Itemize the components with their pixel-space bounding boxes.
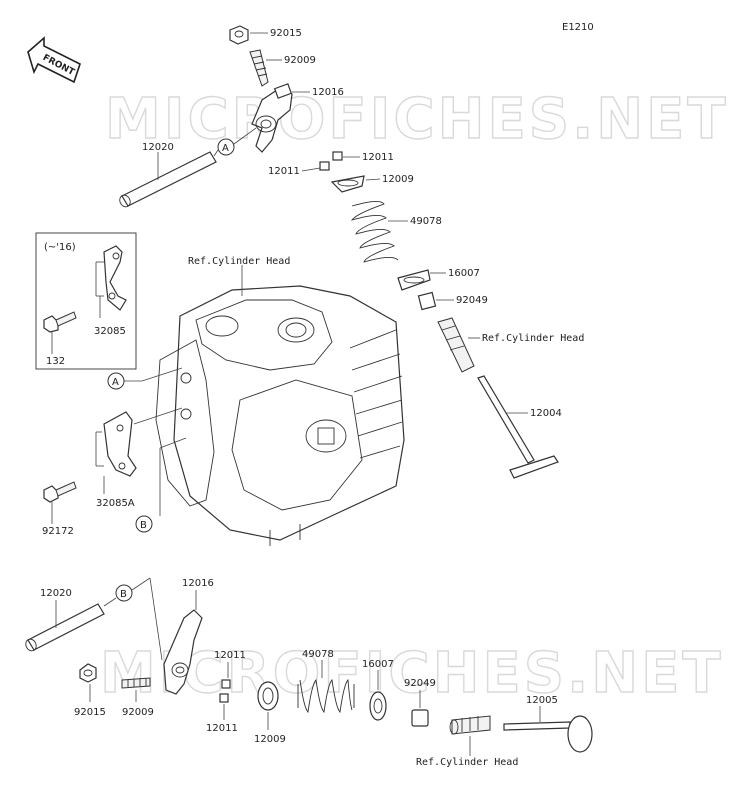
label-132: 132 xyxy=(46,356,65,367)
label-16007-lower: 16007 xyxy=(362,659,394,670)
callout-b-mid-label: B xyxy=(140,520,147,531)
screw-92009-lower xyxy=(121,677,151,689)
label-92009-upper: 92009 xyxy=(284,55,316,66)
label-12005: 12005 xyxy=(526,695,558,706)
label-12016-lower: 12016 xyxy=(182,578,214,589)
cylinder-head xyxy=(155,285,405,546)
nut-92015-upper xyxy=(229,25,249,45)
rocker-arm-12016-upper xyxy=(251,83,293,153)
spring-retainer-12009-upper xyxy=(330,175,365,193)
valve-12004 xyxy=(477,375,559,479)
label-12011-upper-b: 12011 xyxy=(268,166,300,177)
valve-spring-49078-upper xyxy=(350,201,399,263)
label-92015-lower: 92015 xyxy=(74,707,106,718)
front-arrow-icon: FRONT xyxy=(27,36,81,84)
screw-92009-upper xyxy=(249,49,269,87)
watermark-bottom: MICROFICHES.NET xyxy=(100,641,724,706)
label-49078-upper: 49078 xyxy=(410,216,442,227)
collet-12011-upper xyxy=(319,151,343,171)
label-12016-upper: 12016 xyxy=(312,87,344,98)
label-12009-upper: 12009 xyxy=(382,174,414,185)
callout-a-mid-label: A xyxy=(112,377,119,388)
callout-b-lower xyxy=(115,584,133,602)
inset-box: (~'16) xyxy=(35,232,137,370)
label-32085: 32085 xyxy=(94,326,126,337)
label-92015-upper: 92015 xyxy=(270,28,302,39)
diagram-code: E1210 xyxy=(562,22,594,33)
label-12011-lower-b: 12011 xyxy=(206,723,238,734)
valve-spring-49078-lower xyxy=(297,678,355,713)
callout-a-upper-label: A xyxy=(222,143,229,154)
label-16007-upper: 16007 xyxy=(448,268,480,279)
label-ref-guide-upper: Ref.Cylinder Head xyxy=(482,333,584,344)
label-ref-guide-lower: Ref.Cylinder Head xyxy=(416,757,518,768)
rocker-shaft-12020-lower xyxy=(25,603,105,652)
label-12020-upper: 12020 xyxy=(142,142,174,153)
label-49078-lower: 49078 xyxy=(302,649,334,660)
valve-12005 xyxy=(503,715,593,753)
label-12004: 12004 xyxy=(530,408,562,419)
plate-32085a xyxy=(103,411,137,477)
oil-seal-92049-upper xyxy=(417,291,437,311)
rocker-shaft-12020-upper xyxy=(119,151,217,208)
collet-12011-lower xyxy=(219,679,231,703)
watermark-top: MICROFICHES.NET xyxy=(105,87,729,152)
spring-retainer-12009-lower xyxy=(257,681,279,711)
inset-year-note: (~'16) xyxy=(44,242,76,253)
label-32085a: 32085A xyxy=(96,498,135,509)
label-92049-upper: 92049 xyxy=(456,295,488,306)
nut-92015-lower xyxy=(79,663,97,683)
rocker-arm-12016-lower xyxy=(163,609,203,695)
label-12009-lower: 12009 xyxy=(254,734,286,745)
label-12011-upper-a: 12011 xyxy=(362,152,394,163)
spring-seat-16007-lower xyxy=(369,691,387,721)
label-12020-lower: 12020 xyxy=(40,588,72,599)
callout-a-upper xyxy=(217,138,235,156)
valve-guide-lower xyxy=(449,715,491,735)
label-ref-head-upper: Ref.Cylinder Head xyxy=(188,256,290,267)
spring-seat-16007-upper xyxy=(397,269,431,291)
oil-seal-92049-lower xyxy=(411,709,429,727)
label-92172: 92172 xyxy=(42,526,74,537)
bolt-92172 xyxy=(43,481,77,503)
callout-b-mid xyxy=(135,515,153,533)
label-12011-lower-a: 12011 xyxy=(214,650,246,661)
label-92049-lower: 92049 xyxy=(404,678,436,689)
label-92009-lower: 92009 xyxy=(122,707,154,718)
valve-guide-upper xyxy=(437,317,475,373)
callout-b-lower-label: B xyxy=(120,589,127,600)
